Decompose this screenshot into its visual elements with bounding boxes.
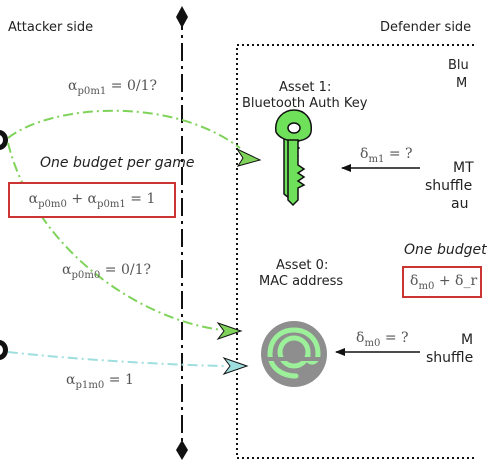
asset1-desc: Bluetooth Auth Key	[242, 96, 368, 111]
attacker-top-icon	[0, 130, 8, 150]
attack-curve-p0-m0	[7, 142, 223, 331]
diagram-graphics	[0, 6, 474, 460]
diagram: Attacker side Defender side Blu M Asset …	[0, 6, 487, 460]
key-icon	[275, 109, 313, 207]
label-delta-m1: δm1 = ?	[360, 146, 413, 165]
label-alpha-p1m0: αp1m0 = 1	[66, 372, 134, 391]
at-sign-icon	[261, 321, 327, 387]
defender-side-title: Defender side	[380, 20, 472, 35]
attack-curve-p1-m0	[7, 351, 227, 367]
attack-curve-p0-m1-head	[235, 147, 262, 167]
mtd1-line2: shuffle	[425, 178, 473, 194]
mtd1-line1: MT	[453, 160, 474, 176]
label-alpha-p0m0: αp0m0 = 0/1?	[62, 262, 151, 281]
attack-curve-p1-m0-head	[222, 356, 249, 376]
attacker-bottom-icon	[0, 340, 8, 360]
asset1-name: Asset 1:	[279, 80, 332, 95]
defender-corner-text-1: Blu	[448, 58, 469, 73]
mtd0-line2: shuffle	[426, 350, 474, 366]
asset0-name: Asset 0:	[276, 258, 329, 273]
attack-curve-p0-m1	[7, 109, 241, 149]
attacker-budget-equation: αp0m0 + αp0m1 = 1	[28, 190, 156, 210]
divider-bottom-diamond	[176, 440, 188, 460]
defender-budget-equation: δm0 + δ_r	[410, 272, 478, 292]
mtd0-line1: M	[461, 332, 474, 348]
label-alpha-p0m1: αp0m1 = 0/1?	[68, 78, 157, 97]
attacker-side-title: Attacker side	[8, 20, 94, 35]
defender-corner-text-2: M	[456, 76, 468, 91]
divider-top-diamond	[176, 6, 188, 28]
attack-curve-p0-m0-head	[216, 321, 243, 341]
asset0-desc: MAC address	[259, 274, 344, 289]
defender-budget-box: δm0 + δ_r	[402, 266, 482, 298]
attacker-budget-caption: One budget per game	[40, 155, 195, 171]
label-delta-m0: δm0 = ?	[356, 330, 409, 349]
mtd1-line3: au	[451, 196, 469, 212]
attacker-budget-box: αp0m0 + αp0m1 = 1	[8, 182, 176, 218]
defender-budget-caption: One budget	[404, 242, 487, 258]
